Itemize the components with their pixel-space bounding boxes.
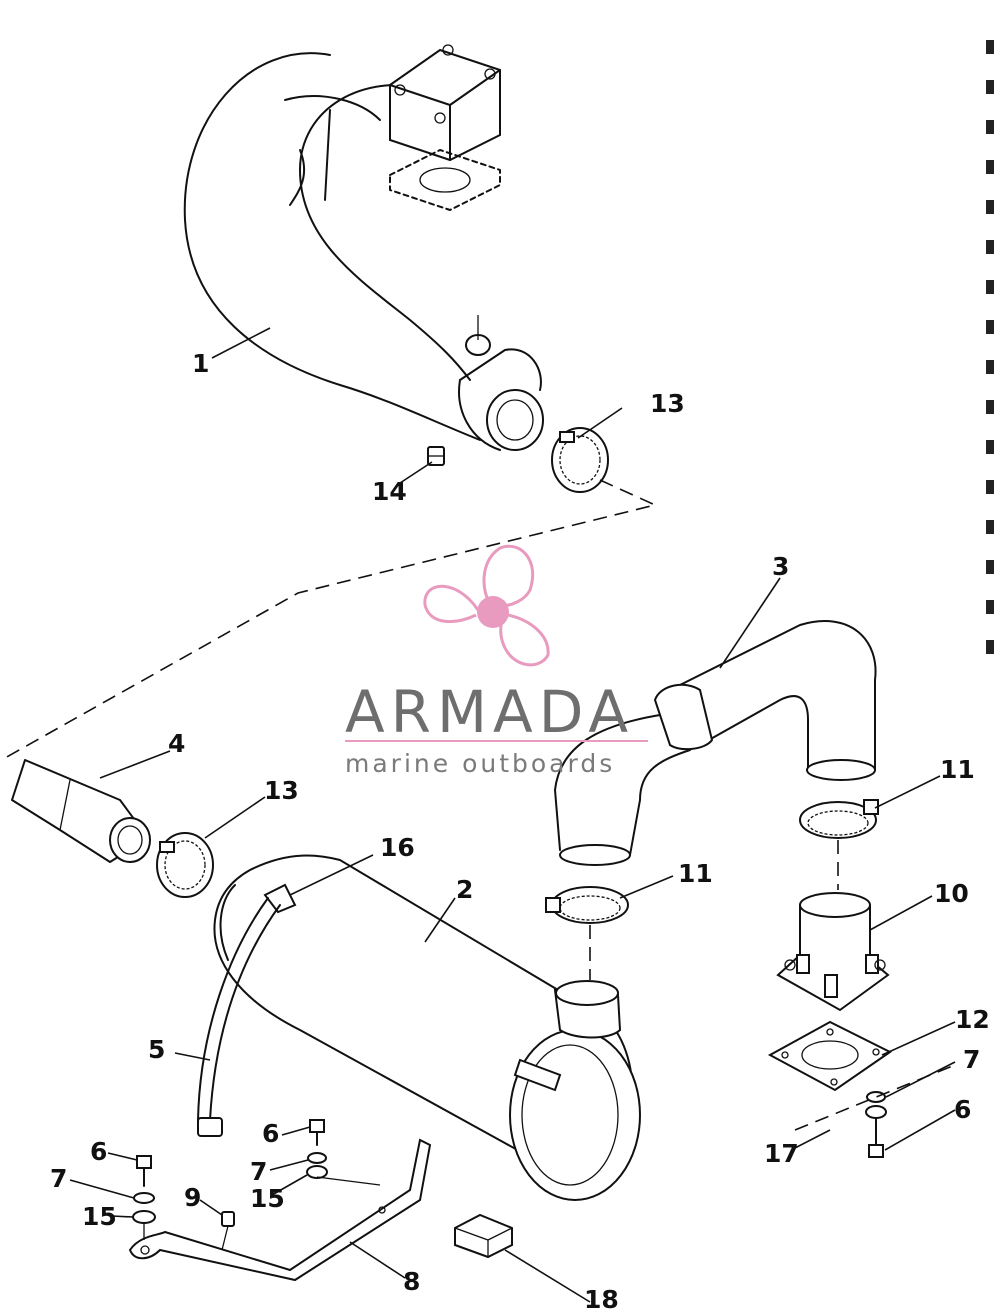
callout-6-middle: 6 (262, 1119, 279, 1148)
propeller-icon (423, 544, 550, 667)
alignment-line-upper (4, 479, 658, 759)
armada-logo: ARMADA marine outboards (345, 544, 648, 778)
part-16-strap (263, 883, 297, 914)
part-5-hose (197, 897, 281, 1137)
callout-16: 16 (380, 833, 415, 862)
part-8-bracket (128, 1138, 432, 1282)
watermark-brand: ARMADA (345, 678, 634, 746)
part-18-block (454, 1213, 513, 1259)
callout-12: 12 (955, 1005, 990, 1034)
callout-6-left: 6 (90, 1137, 107, 1166)
callout-6-right: 6 (954, 1095, 971, 1124)
callout-18: 18 (584, 1285, 619, 1312)
callout-2: 2 (456, 875, 473, 904)
callout-1: 1 (192, 349, 209, 378)
callout-17: 17 (764, 1139, 799, 1168)
part-4-adapter (11, 759, 151, 863)
part-1-exhaust-pipe (183, 44, 544, 451)
part-3-hose (554, 620, 877, 866)
part-14-plug (427, 446, 445, 466)
part-13-clamp-lower (156, 832, 214, 898)
callout-13-lower: 13 (264, 776, 299, 805)
callout-4: 4 (168, 729, 185, 758)
part-2-muffler (213, 854, 641, 1201)
hardware-stack-middle (306, 1119, 381, 1186)
hardware-stack-right (865, 1091, 887, 1158)
part-9-screw (221, 1211, 235, 1251)
part-11-clamp-right (799, 799, 879, 839)
callout-8: 8 (403, 1267, 420, 1296)
callout-15-middle: 15 (250, 1184, 285, 1213)
part-12-gasket (767, 1020, 892, 1092)
part-11-clamp-left (545, 886, 629, 924)
callout-10: 10 (934, 879, 969, 908)
callout-7-left: 7 (50, 1164, 67, 1193)
hardware-stack-left (132, 1155, 156, 1240)
callout-labels: 1 13 14 3 4 11 13 16 11 2 10 12 5 7 6 6 … (50, 349, 990, 1312)
callout-3: 3 (772, 552, 789, 581)
callout-11-left: 11 (678, 859, 713, 888)
part-10-fitting (776, 892, 890, 1012)
callout-15-left: 15 (82, 1202, 117, 1231)
callout-11-right: 11 (940, 755, 975, 784)
leader-lines (69, 327, 956, 1303)
callout-13-upper: 13 (650, 389, 685, 418)
page-edge-marks (986, 40, 994, 660)
callout-5: 5 (148, 1035, 165, 1064)
watermark-tagline: marine outboards (345, 749, 615, 778)
callout-9: 9 (184, 1183, 201, 1212)
callout-14: 14 (372, 477, 407, 506)
callout-7-right: 7 (963, 1045, 980, 1074)
callout-7-middle: 7 (250, 1157, 267, 1186)
part-13-clamp-upper (551, 427, 609, 493)
